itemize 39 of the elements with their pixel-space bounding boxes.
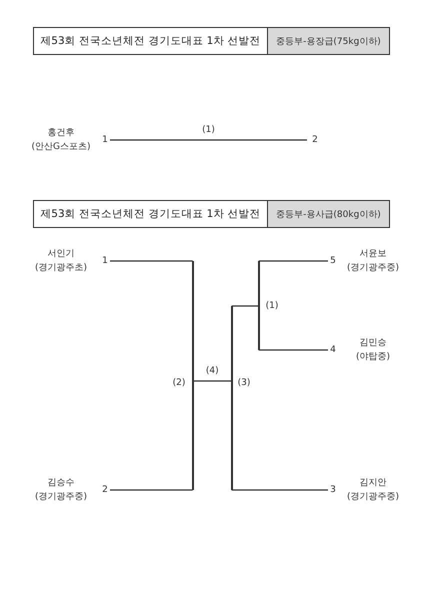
seed-number: 2 [101,485,109,495]
bracket-line [258,261,260,350]
seed-number: 1 [101,256,109,266]
seed-number: 4 [329,345,337,355]
school-name: (경기광주초) [34,262,88,275]
player-name: 김지안 [360,477,386,490]
edge-label: (1) [202,125,215,135]
school-name: (안산G스포츠) [32,141,90,154]
school-name: (경기광주중) [346,262,400,275]
school-name: (야탑중) [356,351,390,364]
bracket-line [192,380,232,382]
bracket-line [232,305,259,307]
bracket-line [110,489,193,491]
player-name: 김승수 [48,477,74,490]
bout-number: (1) [266,301,278,311]
bout-number: (2) [172,378,186,388]
seed-number: 5 [329,256,337,266]
bracket-line [110,139,307,141]
title-box [33,200,390,228]
bracket-line [258,260,328,262]
bracket-line [232,489,328,491]
school-name: (경기광주중) [346,491,400,504]
bracket-line [110,260,193,262]
weight-class: 중등부-용사급(80kg이하) [268,201,389,227]
player-name: 서윤보 [360,248,386,261]
school-name: (경기광주중) [34,491,88,504]
edge-label: (4) [206,366,219,376]
player-name: 서인기 [48,248,74,261]
seed-number: 1 [101,135,109,145]
player-name: 홍건후 [48,127,74,140]
bout-number: (3) [238,378,250,388]
title-box [33,27,390,55]
seed-number: 2 [312,135,318,145]
player-name: 김민승 [360,337,386,350]
weight-class: 중등부-용장급(75kg이하) [268,28,389,54]
bracket-line [231,306,232,490]
bracket-line [192,261,194,490]
bracket-line [258,349,328,351]
seed-number: 3 [329,485,337,495]
